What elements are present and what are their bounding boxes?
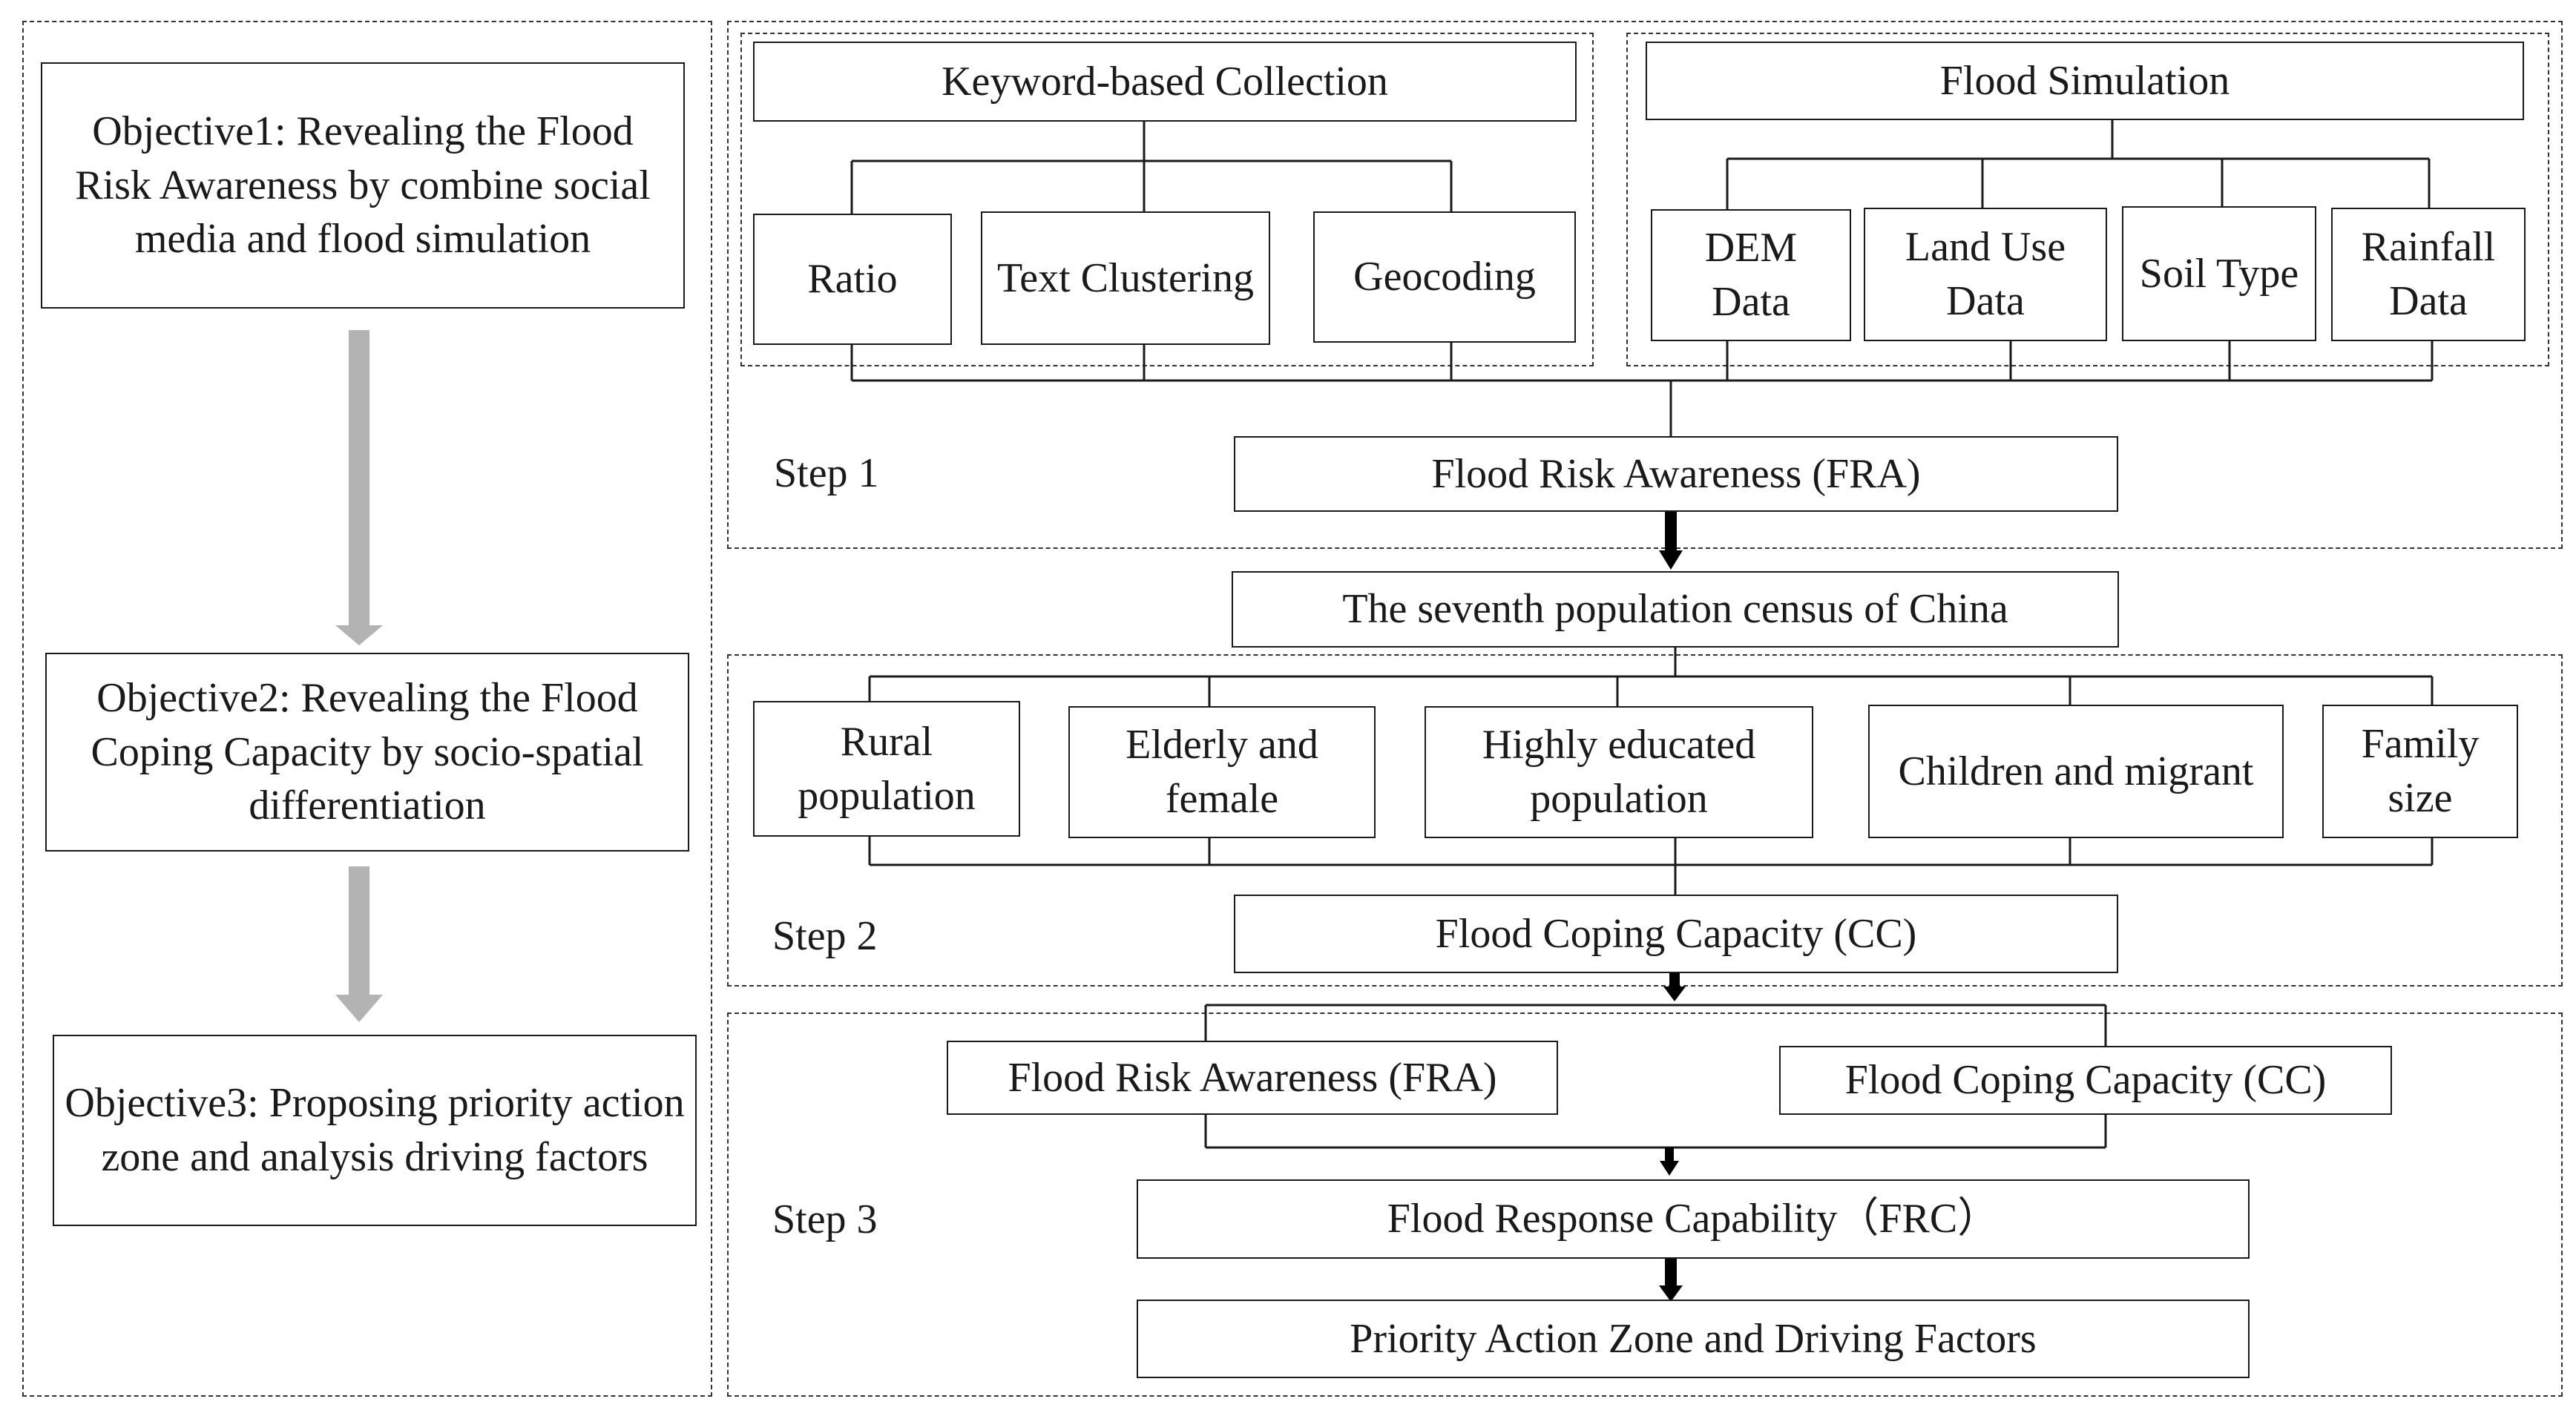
soil-type-box: Soil Type	[2122, 206, 2316, 341]
children-migrant-box: Children and migrant	[1868, 705, 2284, 838]
geocoding-box: Geocoding	[1313, 211, 1576, 343]
objective-2-text: Objective2: Revealing the Flood Coping C…	[91, 674, 644, 829]
highly-educated-box: Highly educated population	[1425, 706, 1813, 838]
frc-box: Flood Response Capability（FRC）	[1137, 1179, 2250, 1259]
step1-panel	[727, 21, 2563, 549]
cc-result-box: Flood Coping Capacity (CC)	[1234, 895, 2118, 973]
step3-label: Step 3	[772, 1196, 878, 1242]
step3-panel	[727, 1012, 2563, 1397]
objective-1-text: Objective1: Revealing the Flood Risk Awa…	[75, 108, 651, 263]
objective-1-box: Objective1: Revealing the Flood Risk Awa…	[41, 62, 685, 309]
cc-input-box: Flood Coping Capacity (CC)	[1779, 1046, 2392, 1115]
ratio-box: Ratio	[753, 214, 952, 345]
dem-data-box: DEM Data	[1651, 209, 1851, 341]
fra-input-box: Flood Risk Awareness (FRA)	[947, 1041, 1558, 1115]
census-box: The seventh population census of China	[1232, 571, 2119, 648]
text-clustering-box: Text Clustering	[981, 211, 1270, 345]
rainfall-data-box: Rainfall Data	[2331, 208, 2526, 341]
priority-action-box: Priority Action Zone and Driving Factors	[1137, 1300, 2250, 1378]
rural-population-box: Rural population	[753, 701, 1020, 837]
step1-label: Step 1	[774, 450, 879, 496]
land-use-data-box: Land Use Data	[1864, 208, 2107, 341]
objectives-panel	[22, 21, 712, 1397]
fra-result-box: Flood Risk Awareness (FRA)	[1234, 436, 2118, 512]
simulation-group	[1626, 33, 2549, 366]
flood-simulation-box: Flood Simulation	[1646, 42, 2524, 120]
objective-2-box: Objective2: Revealing the Flood Coping C…	[45, 653, 689, 852]
collection-group	[740, 33, 1594, 366]
objective-3-text: Objective3: Proposing priority action zo…	[65, 1080, 685, 1180]
elderly-female-box: Elderly and female	[1068, 706, 1376, 838]
family-size-box: Family size	[2322, 705, 2518, 838]
keyword-collection-box: Keyword-based Collection	[753, 42, 1577, 122]
step2-panel	[727, 654, 2563, 987]
objective-3-box: Objective3: Proposing priority action zo…	[53, 1035, 697, 1226]
step2-label: Step 2	[772, 913, 878, 959]
